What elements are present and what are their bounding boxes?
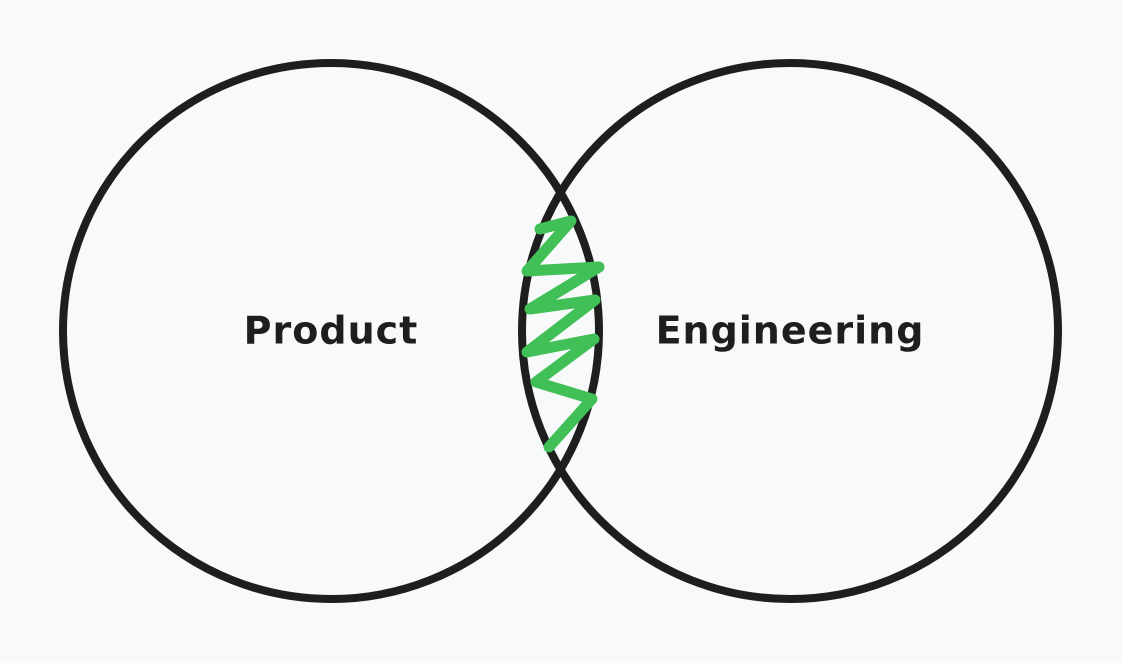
overlap-scribble[interactable]	[521, 215, 605, 453]
right-set: Engineering	[518, 59, 1062, 603]
product-label: Product	[244, 309, 419, 353]
engineering-circle[interactable]	[518, 59, 1062, 603]
engineering-label: Engineering	[656, 309, 925, 353]
left-set: Product	[59, 59, 603, 603]
product-circle[interactable]	[59, 59, 603, 603]
